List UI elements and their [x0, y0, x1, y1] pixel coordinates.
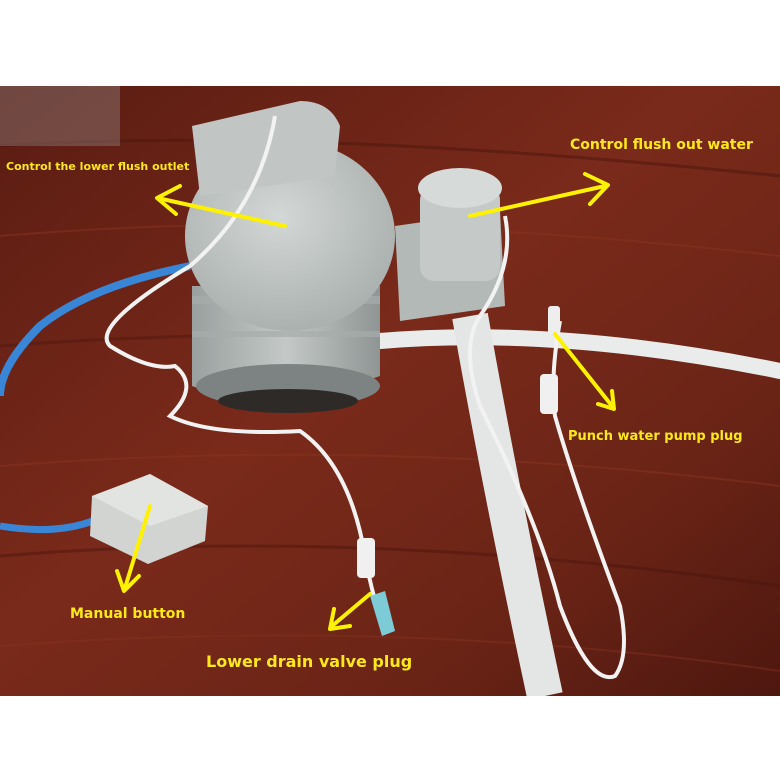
cable-upper-valve	[468, 215, 626, 680]
drain-valve-connector	[357, 538, 375, 578]
flush-valve-tank	[185, 101, 395, 413]
cable-lower-valve	[104, 115, 387, 632]
label-manual-button: Manual button	[70, 606, 186, 622]
arrow-manual-button	[115, 504, 152, 593]
pump-plug-connector	[540, 374, 558, 414]
blue-hose-left	[0, 262, 191, 397]
annotation-arrows	[115, 172, 616, 631]
white-pvc-pipe	[452, 312, 563, 696]
wood-table	[0, 86, 780, 696]
upper-flush-valve	[395, 168, 505, 321]
arrow-lower-flush-outlet	[155, 184, 287, 228]
arrow-pump-plug	[553, 332, 616, 411]
arrow-flush-out-water	[468, 172, 610, 218]
label-drain-valve-plug: Lower drain valve plug	[206, 652, 413, 671]
label-flush-out-water: Control flush out water	[570, 137, 753, 153]
product-photo	[0, 86, 780, 696]
label-pump-plug: Punch water pump plug	[568, 429, 743, 444]
white-water-tube	[372, 329, 780, 379]
drain-valve-plug-tip	[370, 591, 395, 636]
manual-button-box	[90, 474, 208, 564]
arrow-drain-valve-plug	[328, 592, 372, 631]
label-lower-flush-outlet: Control the lower flush outlet	[6, 160, 190, 173]
